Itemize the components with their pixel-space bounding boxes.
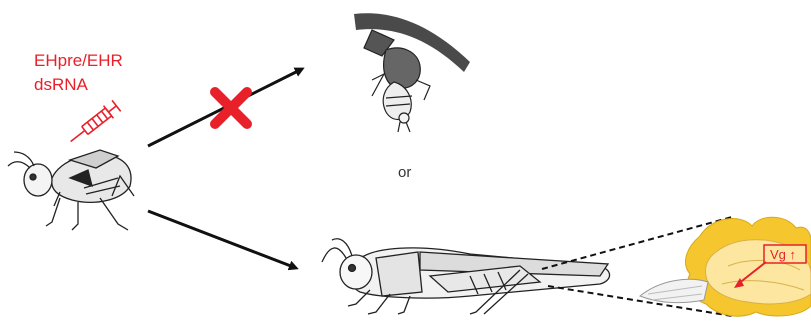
treatment-label-line1: EHpre/EHR: [34, 51, 123, 70]
failed-ecdysis-grasshopper-icon: [364, 30, 430, 132]
syringe-icon: [66, 100, 122, 148]
or-label: or: [398, 164, 411, 181]
ovary-illustration: [640, 217, 811, 316]
treatment-label-line2: dsRNA: [34, 75, 89, 94]
vg-callout-label: Vg ↑: [770, 247, 796, 262]
red-x-icon: [215, 92, 247, 124]
nymph-grasshopper-icon: [8, 150, 134, 230]
adult-grasshopper-icon: [322, 239, 610, 314]
arrow-to-adult: [148, 211, 296, 268]
